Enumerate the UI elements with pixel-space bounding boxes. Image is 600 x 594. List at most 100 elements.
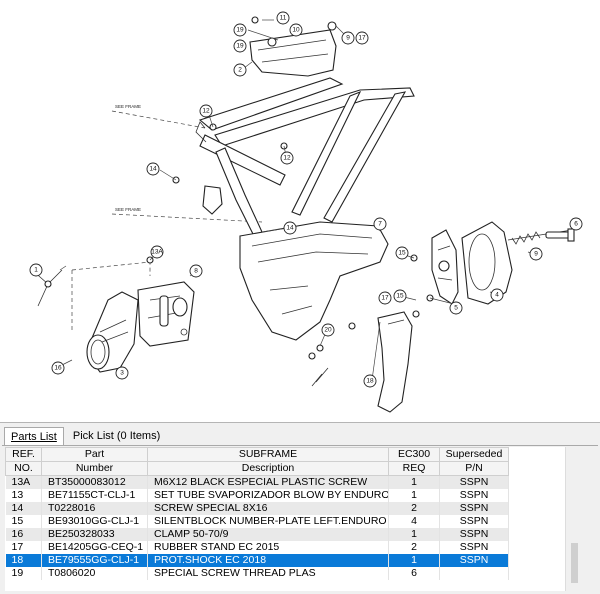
callout-3: 3 [115, 366, 129, 380]
callout-18: 18 [363, 374, 377, 388]
callout-7: 7 [373, 217, 387, 231]
cell-pn: SSPN [439, 475, 509, 489]
cell-req: 2 [388, 502, 440, 515]
table-row[interactable]: 13A BT35000083012 M6X12 BLACK ESPECIAL P… [5, 475, 509, 489]
table-row[interactable]: 13 BE71155CT-CLJ-1 SET TUBE SVAPORIZADOR… [5, 489, 509, 502]
parts-table: REF. Part SUBFRAME EC300 Superseded NO. … [5, 447, 509, 580]
header-number[interactable]: Number [41, 461, 148, 476]
cell-req: 2 [388, 541, 440, 554]
callout-6: 6 [569, 217, 583, 231]
svg-text:17: 17 [381, 295, 389, 302]
callout-17-b: 17 [378, 291, 392, 305]
cell-part-number: BE250328033 [41, 528, 148, 541]
tab-pick-list[interactable]: Pick List (0 Items) [72, 430, 161, 442]
callout-12-b: 12 [280, 151, 294, 165]
cell-ref: 15 [5, 515, 42, 528]
svg-text:6: 6 [574, 221, 578, 228]
cell-part-number: T0806020 [41, 567, 148, 580]
cell-part-number: BE14205GG-CEQ-1 [41, 541, 148, 554]
svg-text:9: 9 [346, 35, 350, 42]
cell-req: 4 [388, 515, 440, 528]
see-frame-label-1: SEE FRAME [115, 104, 141, 109]
cell-part-number: T0228016 [41, 502, 148, 515]
parts-panel: Parts List Pick List (0 Items) REF. Part… [0, 422, 600, 594]
callout-10: 10 [289, 23, 303, 37]
cell-ref: 13A [5, 475, 42, 489]
callout-8: 8 [189, 264, 203, 278]
table-row[interactable]: 17 BE14205GG-CEQ-1 RUBBER STAND EC 2015 … [5, 541, 509, 554]
header-req[interactable]: REQ [388, 461, 440, 476]
cell-req: 1 [388, 489, 440, 502]
svg-text:15: 15 [396, 293, 404, 300]
cell-description: CLAMP 50-70/9 [147, 528, 389, 541]
svg-text:5: 5 [454, 305, 458, 312]
cell-description: M6X12 BLACK ESPECIAL PLASTIC SCREW [147, 475, 389, 489]
tab-parts-list[interactable]: Parts List [4, 427, 64, 446]
table-scrollbar[interactable] [565, 447, 583, 591]
header-subframe[interactable]: SUBFRAME [147, 447, 389, 462]
cell-description: RUBBER STAND EC 2015 [147, 541, 389, 554]
cell-pn: SSPN [439, 528, 509, 541]
cell-req: 1 [388, 528, 440, 541]
cell-ref: 16 [5, 528, 42, 541]
tab-strip: Parts List Pick List (0 Items) [4, 426, 169, 446]
svg-text:16: 16 [54, 365, 62, 372]
svg-text:20: 20 [324, 327, 332, 334]
callout-14-a: 14 [146, 162, 160, 176]
exploded-parts-diagram: SEE FRAME SEE FRAME [29, 11, 583, 413]
svg-text:14: 14 [149, 166, 157, 173]
callout-4: 4 [490, 288, 504, 302]
header-superseded[interactable]: Superseded [439, 447, 509, 462]
svg-text:10: 10 [292, 27, 300, 34]
callout-9-b: 9 [529, 247, 543, 261]
header-part[interactable]: Part [41, 447, 148, 462]
cell-ref: 17 [5, 541, 42, 554]
cell-ref: 19 [5, 567, 42, 580]
cell-ref: 14 [5, 502, 42, 515]
svg-text:8: 8 [194, 268, 198, 275]
callout-12-a: 12 [199, 104, 213, 118]
cell-pn: SSPN [439, 554, 509, 567]
header-pn[interactable]: P/N [439, 461, 509, 476]
svg-text:7: 7 [378, 221, 382, 228]
cell-pn: SSPN [439, 502, 509, 515]
callout-17: 17 [355, 31, 369, 45]
table-row[interactable]: 18 BE79555GG-CLJ-1 PROT.SHOCK EC 2018 1 … [5, 554, 509, 567]
cell-pn: SSPN [439, 515, 509, 528]
callout-1: 1 [29, 263, 43, 277]
cell-description: SPECIAL SCREW THREAD PLAS [147, 567, 389, 580]
header-ec300[interactable]: EC300 [388, 447, 440, 462]
callout-19-a: 19 [233, 23, 247, 37]
cell-part-number: BE71155CT-CLJ-1 [41, 489, 148, 502]
svg-text:18: 18 [366, 378, 374, 385]
svg-text:1: 1 [34, 267, 38, 274]
callout-16: 16 [51, 361, 65, 375]
table-row[interactable]: 16 BE250328033 CLAMP 50-70/9 1 SSPN [5, 528, 509, 541]
svg-text:14: 14 [286, 225, 294, 232]
header-description[interactable]: Description [147, 461, 389, 476]
table-row[interactable]: 14 T0228016 SCREW SPECIAL 8X16 2 SSPN [5, 502, 509, 515]
svg-text:17: 17 [358, 35, 366, 42]
table-row[interactable]: 15 BE93010GG-CLJ-1 SILENTBLOCK NUMBER-PL… [5, 515, 509, 528]
header-row-bottom: NO. Number Description REQ P/N [5, 461, 509, 476]
table-row[interactable]: 19 T0806020 SPECIAL SCREW THREAD PLAS 6 [5, 567, 509, 580]
svg-text:19: 19 [236, 27, 244, 34]
cell-pn: SSPN [439, 489, 509, 502]
tab-divider [2, 445, 598, 446]
svg-text:3: 3 [120, 370, 124, 377]
svg-text:12: 12 [283, 155, 291, 162]
callout-5: 5 [449, 301, 463, 315]
scrollbar-thumb[interactable] [571, 543, 578, 583]
svg-text:2: 2 [238, 67, 242, 74]
cell-description: PROT.SHOCK EC 2018 [147, 554, 389, 567]
header-ref[interactable]: REF. [5, 447, 42, 462]
header-no[interactable]: NO. [5, 461, 42, 476]
callout-20: 20 [321, 323, 335, 337]
callout-15-a: 15 [395, 246, 409, 260]
cell-description: SET TUBE SVAPORIZADOR BLOW BY ENDURO 201… [147, 489, 389, 502]
header-row-top: REF. Part SUBFRAME EC300 Superseded [5, 447, 509, 462]
cell-req: 6 [388, 567, 440, 580]
callout-2: 2 [233, 63, 247, 77]
see-frame-label-2: SEE FRAME [115, 207, 141, 212]
svg-text:12: 12 [202, 108, 210, 115]
